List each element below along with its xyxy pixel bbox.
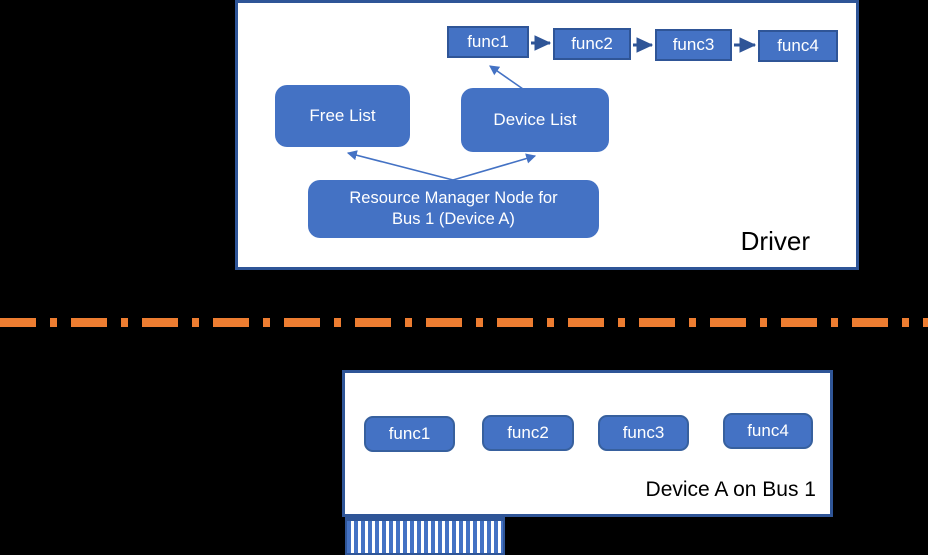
device-panel-title: Device A on Bus 1 [645, 478, 816, 501]
resource-manager-node[interactable]: Resource Manager Node for Bus 1 (Device … [308, 180, 599, 238]
device-func2-box[interactable]: func2 [482, 415, 574, 451]
device-func4-box[interactable]: func4 [723, 413, 813, 449]
resource-manager-node-line1: Resource Manager Node for [349, 189, 558, 208]
free-list-node[interactable]: Free List [275, 85, 410, 147]
device-func3-box[interactable]: func3 [598, 415, 689, 451]
driver-device-boundary-separator [0, 318, 928, 327]
device-func1-box[interactable]: func1 [364, 416, 455, 452]
edge-connector-pins-icon [345, 516, 505, 555]
device-list-node[interactable]: Device List [461, 88, 609, 152]
resource-manager-node-line2: Bus 1 (Device A) [392, 210, 515, 228]
driver-func2-box[interactable]: func2 [553, 28, 631, 60]
driver-func1-box[interactable]: func1 [447, 26, 529, 58]
driver-func3-box[interactable]: func3 [655, 29, 732, 61]
driver-panel-title: Driver [740, 226, 810, 256]
driver-func4-box[interactable]: func4 [758, 30, 838, 62]
